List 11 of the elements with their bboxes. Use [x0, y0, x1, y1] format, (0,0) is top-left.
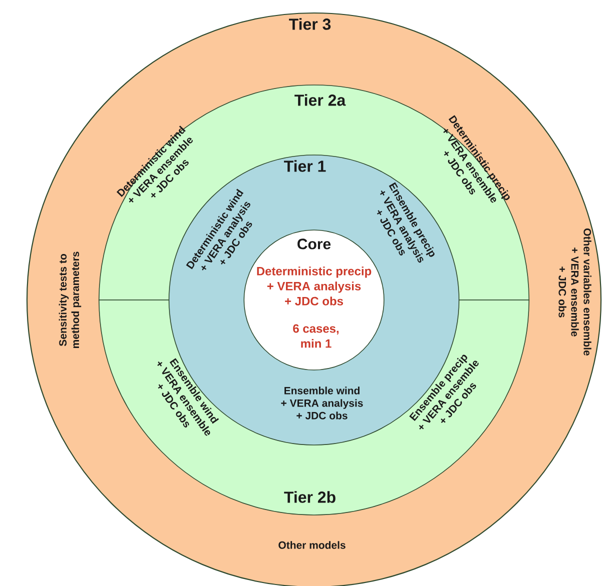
core-text: Deterministic precip + VERA analysis + JDC obs: [257, 266, 372, 306]
core-text: 6 cases, min 1: [293, 324, 339, 348]
tier-label: Tier 1: [284, 160, 326, 172]
ring-text: Ensemble wind + VERA analysis + JDC obs: [281, 386, 363, 420]
tier-label: Tier 3: [288, 18, 331, 30]
ring-text: Other variables ensemble + VERA ensemble + JDC obs: [558, 228, 592, 356]
tier-label: Tier 2b: [284, 491, 336, 503]
ring-text: Other models: [278, 541, 346, 549]
core-label: Core: [298, 238, 331, 250]
tier-label: Tier 2a: [294, 94, 346, 106]
ring-text: Sensitivity tests to method parameters: [58, 252, 82, 348]
